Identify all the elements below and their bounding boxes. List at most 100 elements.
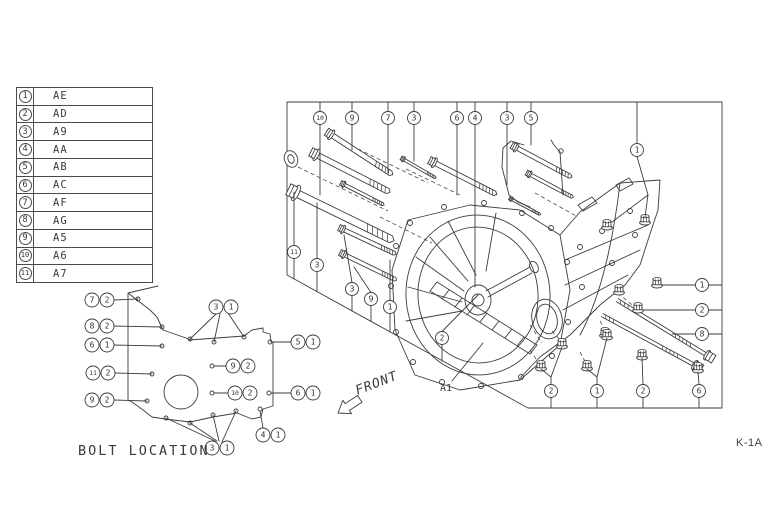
nut-drawing <box>613 284 625 296</box>
part-number-badge: 2 <box>18 107 32 121</box>
part-number-cell: 8 <box>17 212 34 229</box>
svg-text:1: 1 <box>276 431 281 440</box>
svg-text:7: 7 <box>90 296 95 305</box>
svg-text:9: 9 <box>231 362 236 371</box>
callout-pair: 4 1 <box>256 428 285 442</box>
callout-pair: 3 1 <box>205 441 234 455</box>
svg-text:10: 10 <box>231 389 239 397</box>
svg-text:11: 11 <box>290 248 298 256</box>
svg-text:2: 2 <box>549 387 554 396</box>
callout-pair: 10 2 <box>228 386 257 400</box>
callout-badge: 6 <box>451 112 464 125</box>
part-number-badge: 10 <box>18 249 32 263</box>
svg-text:1: 1 <box>595 387 600 396</box>
nut-drawing <box>692 362 704 374</box>
svg-text:10: 10 <box>316 114 324 122</box>
part-code: AC <box>53 179 68 192</box>
svg-text:2: 2 <box>105 322 110 331</box>
callout-pair: 5 1 <box>291 335 320 349</box>
front-direction-arrow <box>334 392 365 420</box>
bolt-drawing <box>338 179 386 209</box>
svg-text:9: 9 <box>350 114 355 123</box>
svg-text:9: 9 <box>90 396 95 405</box>
legend-row: 5 AB <box>17 157 152 176</box>
svg-text:3: 3 <box>315 261 320 270</box>
svg-text:2: 2 <box>440 334 445 343</box>
transmission-case-drawing <box>389 140 661 390</box>
bolt-drawing <box>509 140 575 182</box>
part-ref-label: A1 <box>440 383 452 394</box>
nut-drawing <box>601 219 613 231</box>
bolt-drawing <box>426 154 500 200</box>
callout-badge: 2 <box>436 332 449 345</box>
callout-badge: 9 <box>346 112 359 125</box>
part-number-cell: 7 <box>17 194 34 212</box>
callout-badge: 10 <box>314 112 327 125</box>
callout-badge: 2 <box>696 304 709 317</box>
part-number-badge: 8 <box>18 214 32 227</box>
part-number-badge: 6 <box>18 178 32 192</box>
callout-badge: 1 <box>696 279 709 292</box>
svg-text:8: 8 <box>700 330 705 339</box>
diagram-border <box>287 102 722 408</box>
part-number-badge: 11 <box>18 267 32 281</box>
svg-text:3: 3 <box>505 114 510 123</box>
svg-text:6: 6 <box>90 341 95 350</box>
callout-pair: 6 1 <box>291 386 320 400</box>
svg-text:11: 11 <box>89 369 97 377</box>
callout-badge: 1 <box>591 385 604 398</box>
svg-text:2: 2 <box>246 362 251 371</box>
svg-text:1: 1 <box>388 303 393 312</box>
svg-text:6: 6 <box>455 114 460 123</box>
part-number-cell: 1 <box>17 88 34 105</box>
callout-badge: 1 <box>631 144 644 157</box>
part-number-badge: 1 <box>18 89 32 103</box>
svg-text:2: 2 <box>700 306 705 315</box>
part-code: A5 <box>53 232 68 245</box>
svg-text:3: 3 <box>210 444 215 453</box>
callout-badge: 2 <box>545 385 558 398</box>
callout-badge: 4 <box>469 112 482 125</box>
callout-badge: 8 <box>696 328 709 341</box>
transmission-exploded-diagram: 10 9 7 3 6 4 3 5 1 11 3 3 9 1 2 2 1 2 6 … <box>280 95 730 425</box>
part-number-cell: 9 <box>17 229 34 247</box>
part-code: AA <box>53 143 68 156</box>
part-number-cell: 4 <box>17 141 34 158</box>
legend-row: 9 A5 <box>17 228 152 247</box>
svg-text:1: 1 <box>311 338 316 347</box>
front-label: FRONT <box>353 369 400 399</box>
svg-text:2: 2 <box>105 396 110 405</box>
callout-pair: 7 2 <box>85 293 114 307</box>
page-code: K-1A <box>736 437 763 449</box>
nut-drawing <box>632 302 644 314</box>
cover-opening <box>164 375 198 409</box>
callout-badge: 7 <box>382 112 395 125</box>
bolt-drawing <box>322 126 397 180</box>
svg-text:1: 1 <box>229 303 234 312</box>
cover-outline <box>128 286 273 422</box>
svg-text:5: 5 <box>529 114 534 123</box>
callout-badge: 9 <box>365 293 378 306</box>
part-number-badge: 7 <box>18 196 32 210</box>
part-number-badge: 3 <box>18 125 32 139</box>
svg-text:2: 2 <box>105 296 110 305</box>
part-code: AF <box>53 196 68 209</box>
callout-badge: 2 <box>637 385 650 398</box>
part-number-cell: 5 <box>17 158 34 176</box>
svg-text:7: 7 <box>386 114 391 123</box>
part-code: A6 <box>53 249 68 262</box>
svg-text:5: 5 <box>296 338 301 347</box>
svg-text:6: 6 <box>697 387 702 396</box>
part-code: AB <box>53 161 68 174</box>
callout-pair: 6 1 <box>85 338 114 352</box>
svg-text:8: 8 <box>90 322 95 331</box>
leader-lines <box>114 299 291 442</box>
legend-row: 6 AC <box>17 175 152 194</box>
part-number-cell: 2 <box>17 105 34 123</box>
callout-pair: 9 2 <box>226 359 255 373</box>
part-number-cell: 11 <box>17 265 34 283</box>
